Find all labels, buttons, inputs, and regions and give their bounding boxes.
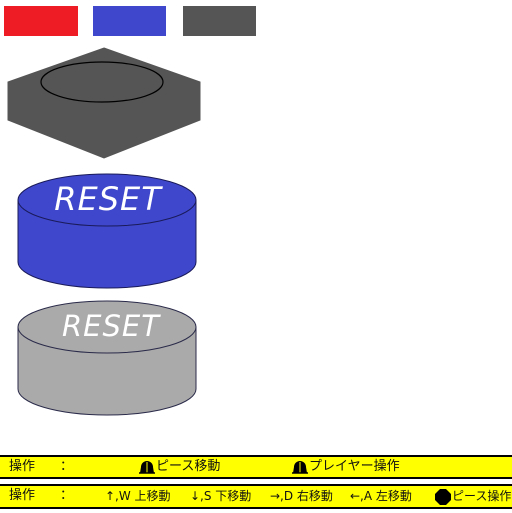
controls-label: 操作 (9, 459, 36, 474)
hint-piece-move: ピース移動 (138, 457, 220, 477)
hint-piece-op: ピース操作 (434, 486, 511, 506)
hint-up: ↑,W 上移動 (105, 489, 171, 503)
hint-piece-op-text: ピース操作 (452, 489, 512, 503)
color-swatch-red[interactable] (4, 6, 78, 36)
hint-piece-move-text: ピース移動 (156, 459, 221, 474)
game-stage: RESET RESET (7, 47, 201, 416)
hexagon-piece[interactable] (7, 47, 201, 159)
bell-shape-icon (292, 460, 308, 474)
controls-colon: ： (60, 488, 74, 503)
controls-bar-keyboard: 操作 ： ↑,W 上移動 ↓,S 下移動 →,D 右移動 ←,A 左移動 ピース… (0, 484, 512, 509)
hint-player-move-text: プレイヤー操作 (309, 459, 400, 474)
hint-left: ←,A 左移動 (350, 489, 412, 503)
reset-label-blue: RESET (54, 180, 163, 218)
reset-button-blue[interactable]: RESET (17, 173, 197, 289)
color-swatch-gray[interactable] (183, 6, 256, 36)
reset-button-gray[interactable]: RESET (17, 300, 197, 416)
controls-label: 操作 (9, 488, 36, 503)
color-swatch-blue[interactable] (93, 6, 166, 36)
octagon-icon (435, 488, 451, 505)
bell-shape-icon (139, 460, 155, 474)
hint-right: →,D 右移動 (270, 489, 333, 503)
controls-colon: ： (60, 459, 74, 474)
controls-bar-mouse: 操作 ： ピース移動 プレイヤー操作 (0, 455, 512, 479)
hint-down: ↓,S 下移動 (190, 489, 252, 503)
reset-label-gray: RESET (62, 309, 161, 343)
hint-player-move: プレイヤー操作 (291, 457, 400, 477)
